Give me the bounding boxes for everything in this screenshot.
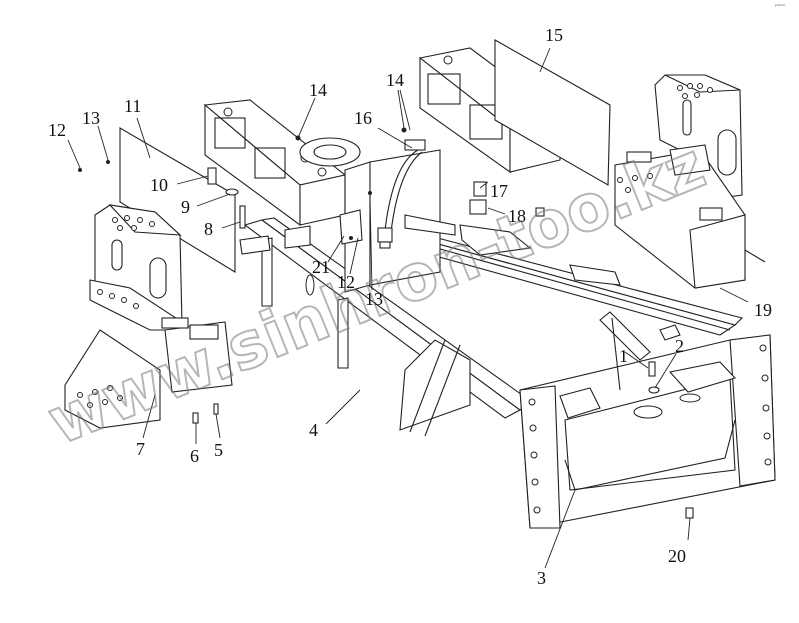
callout-2: 2 [675, 336, 684, 356]
callout-4: 4 [309, 420, 318, 440]
front-cross-member [519, 334, 776, 529]
leader-lines [67, 47, 749, 569]
callout-16: 16 [354, 108, 372, 128]
main-frame-rails [243, 217, 744, 437]
callout-10: 10 [150, 175, 168, 195]
callout-labels: 1 2 3 4 5 6 7 8 9 10 11 12 12 13 13 14 1… [48, 25, 772, 588]
front-holes [528, 344, 772, 514]
callout-12-left: 12 [48, 120, 66, 140]
callout-11: 11 [124, 96, 141, 116]
callout-7: 7 [136, 439, 145, 459]
panel-15 [494, 39, 611, 186]
callout-17: 17 [490, 181, 508, 201]
small-brackets [239, 209, 363, 369]
center-ring [299, 137, 361, 167]
fasteners [78, 127, 694, 519]
callout-13-center: 13 [365, 289, 383, 309]
callout-8: 8 [204, 219, 213, 239]
callout-12-center: 12 [337, 272, 355, 292]
panel-11 [119, 127, 236, 273]
callout-21: 21 [312, 257, 330, 277]
callout-15: 15 [545, 25, 563, 45]
callout-13-left: 13 [82, 108, 100, 128]
callout-1: 1 [619, 346, 628, 366]
callout-9: 9 [181, 197, 190, 217]
callout-20: 20 [668, 546, 686, 566]
right-step-assembly [614, 74, 766, 289]
callout-6: 6 [190, 446, 199, 466]
callout-18: 18 [508, 206, 526, 226]
corner-mark: ᵖ¹ᵐᵐ [775, 4, 785, 10]
callout-14-right: 14 [386, 70, 404, 90]
valve-fittings [459, 181, 621, 286]
step-perforations [77, 83, 713, 408]
centre-bracket [599, 311, 681, 391]
callout-5: 5 [214, 440, 223, 460]
callout-19: 19 [754, 300, 772, 320]
callout-3: 3 [537, 568, 546, 588]
callout-14-left: 14 [309, 80, 327, 100]
